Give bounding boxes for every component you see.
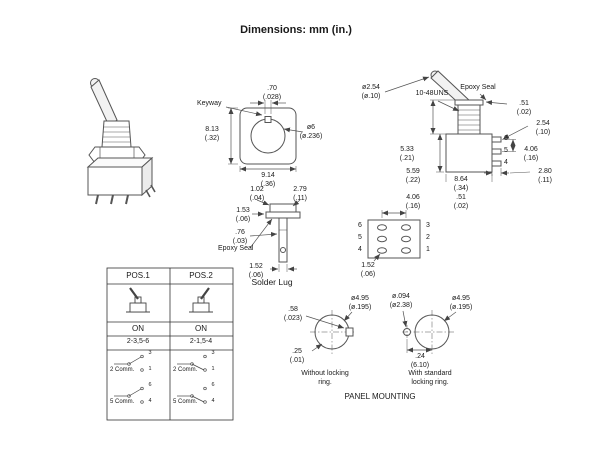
- layout-pin-3: 3: [426, 222, 430, 229]
- solder-lug-drawing: [249, 199, 301, 272]
- pos2-digit-1: 1: [211, 366, 215, 372]
- without-locking-ring-caption: Without locking ring.: [301, 370, 349, 386]
- dim-terminal-width: 2.54 (.10): [535, 120, 551, 136]
- layout-pin-5: 5: [358, 234, 362, 241]
- side-pin-5: 5: [504, 147, 508, 154]
- dim-lug-153: 1.53 (.06): [235, 207, 251, 223]
- pos2-digit-6: 6: [211, 382, 215, 388]
- pos2-on-label: ON: [195, 324, 207, 333]
- dim-body-height: 5.59 (.22): [405, 168, 421, 184]
- panel-mounting-drawing: [305, 310, 457, 354]
- pos1-schematic: [114, 354, 144, 404]
- pos1-comm5-label: 5 Comm.: [110, 399, 135, 405]
- pos1-switch-icon: [126, 287, 150, 313]
- pos1-comm2-label: 2 Comm.: [110, 367, 135, 373]
- side-pin-6: 6: [504, 135, 508, 142]
- dim-terminal-length: 2.80 (.11): [538, 168, 552, 184]
- front-view-drawing: [225, 100, 304, 172]
- panel-mounting-title: PANEL MOUNTING: [344, 392, 416, 401]
- dim-lug-152: 1.52 (.06): [248, 263, 264, 279]
- dim-hole-dia-right: ø4.95 (ø.195): [449, 295, 473, 311]
- layout-pin-2: 2: [426, 234, 430, 241]
- epoxy-seal-label-side: Epoxy Seal: [460, 84, 496, 91]
- dim-front-height: 8.13 (.32): [204, 126, 220, 142]
- layout-pin-6: 6: [358, 222, 362, 229]
- layout-pin-4: 4: [358, 246, 362, 253]
- dim-bushing-dia: ø6 (ø.236): [299, 124, 323, 140]
- dim-front-width: 9.14 (.36): [260, 172, 276, 188]
- side-pin-4: 4: [504, 159, 508, 166]
- pos2-header: POS.2: [189, 271, 213, 280]
- dim-body-width: 8.64 (.34): [453, 176, 469, 192]
- dim-actuator-dia: ø2.54 (ø.10): [361, 84, 381, 100]
- epoxy-seal-label-lug: Epoxy Seal: [218, 245, 254, 252]
- dim-hole-dia-left: ø4.95 (ø.195): [348, 295, 372, 311]
- dim-51-bottom: .51 (.02): [453, 194, 469, 210]
- dim-keyway-width: .70 (.028): [262, 85, 282, 101]
- dim-slot-depth: .25 (.01): [289, 348, 305, 364]
- keyway-label: Keyway: [197, 100, 222, 107]
- position-table-grid: [106, 267, 234, 421]
- pos1-digit-1: 1: [148, 366, 152, 372]
- with-locking-ring-caption: With standard locking ring.: [408, 370, 452, 386]
- pos1-digit-3: 3: [148, 350, 152, 356]
- dim-layout-col-spacing: 4.06 (.16): [405, 194, 421, 210]
- pos2-switch-icon: [189, 287, 213, 313]
- dim-51-top: .51 (.02): [516, 100, 532, 116]
- pos2-digit-3: 3: [211, 350, 215, 356]
- pos1-on-label: ON: [132, 324, 144, 333]
- pos1-header: POS.1: [126, 271, 150, 280]
- isometric-switch-drawing: [86, 78, 156, 205]
- pos2-comm5-label: 5 Comm.: [173, 399, 198, 405]
- pos2-digit-4: 4: [211, 398, 215, 404]
- dim-lug-102: 1.02 (.04): [249, 186, 265, 202]
- pos2-comm2-label: 2 Comm.: [173, 367, 198, 373]
- dim-lug-076: .76 (.03): [232, 229, 248, 245]
- pos1-combo: 2-3,5-6: [126, 338, 150, 345]
- pos2-schematic: [177, 354, 207, 404]
- dim-terminal-spacing: 4.06 (.16): [523, 146, 539, 162]
- side-view-drawing: [384, 70, 531, 182]
- pos1-digit-4: 4: [148, 398, 152, 404]
- dim-lug-279: 2.79 (.11): [293, 186, 307, 202]
- page-title: Dimensions: mm (in.): [240, 24, 352, 36]
- dim-hole-offset: .24 (6.10): [410, 353, 430, 369]
- layout-pin-1: 1: [426, 246, 430, 253]
- solder-lug-caption: Solder Lug: [251, 277, 293, 287]
- pin-layout-drawing: [367, 210, 421, 262]
- dim-bushing-height: 5.33 (.21): [399, 146, 415, 162]
- dim-antirotation-hole: ø.094 (ø2.38): [389, 293, 413, 309]
- pos1-digit-6: 6: [148, 382, 152, 388]
- pos2-combo: 2-1,5-4: [189, 338, 213, 345]
- dim-layout-pin-width: 1.52 (.06): [360, 262, 376, 278]
- thread-spec-label: 10-48UNS: [415, 90, 449, 97]
- dim-keyway-slot: .58 (.023): [283, 306, 303, 322]
